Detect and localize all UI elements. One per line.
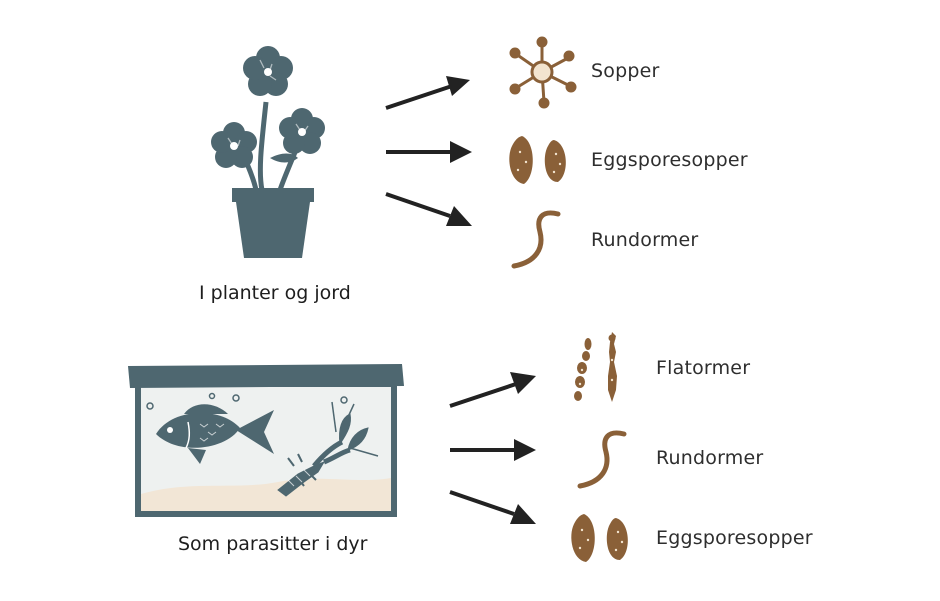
section-caption-animals: Som parasitter i dyr bbox=[178, 533, 368, 555]
arrow-to-flatormer bbox=[449, 372, 536, 408]
item-label-sopper: Sopper bbox=[591, 60, 660, 82]
item-label-flatormer: Flatormer bbox=[656, 357, 751, 379]
arrow-to-eggsporesopper-2 bbox=[449, 490, 536, 524]
fungus-icon bbox=[509, 36, 577, 109]
arrow-to-eggsporesopper-1 bbox=[386, 141, 472, 163]
item-label-eggsporesopper-2: Eggsporesopper bbox=[656, 527, 813, 549]
oomycete-spores-icon bbox=[509, 136, 566, 184]
flatworm-icon bbox=[574, 332, 617, 402]
aquarium-icon bbox=[128, 364, 404, 517]
item-label-rundormer-1: Rundormer bbox=[591, 229, 699, 251]
section-caption-plants: I planter og jord bbox=[199, 282, 351, 304]
arrow-to-rundormer-1 bbox=[385, 192, 472, 226]
item-label-rundormer-2: Rundormer bbox=[656, 447, 764, 469]
roundworm-icon bbox=[511, 210, 561, 269]
arrow-to-sopper bbox=[385, 76, 470, 110]
oomycete-spores-icon-2 bbox=[571, 514, 628, 562]
item-label-eggsporesopper-1: Eggsporesopper bbox=[591, 149, 748, 171]
potted-plant-icon bbox=[211, 46, 325, 258]
roundworm-icon-2 bbox=[577, 430, 627, 489]
arrow-to-rundormer-2 bbox=[450, 439, 536, 461]
